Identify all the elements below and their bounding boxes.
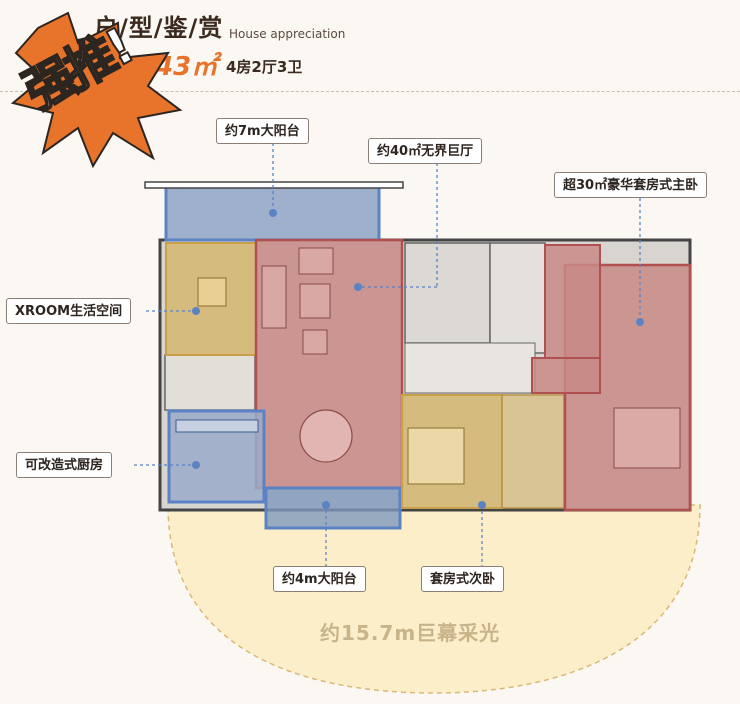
hallway [404, 342, 536, 394]
second-bed [407, 427, 465, 485]
armchair-2 [302, 329, 328, 355]
dot-balcony-4m [322, 501, 330, 509]
callout-second-bedroom: 套房式次卧 [421, 566, 505, 592]
balcony-4m-zone [264, 486, 402, 530]
xroom-desk [197, 277, 227, 307]
sunlight-area [167, 504, 701, 694]
master-bed [613, 407, 681, 469]
bathroom-small [489, 242, 546, 354]
header-divider [0, 91, 740, 92]
corridor [164, 354, 256, 411]
callout-living-room: 约40㎡无界巨厅 [368, 138, 483, 164]
dot-balcony-7m [269, 209, 277, 217]
dot-kitchen [192, 461, 200, 469]
sunlight-caption: 约15.7m巨幕采光 [320, 621, 501, 645]
dot-master [636, 318, 644, 326]
second-bedroom-bathroom [501, 394, 565, 509]
dot-xroom [192, 307, 200, 315]
dining-table [299, 409, 353, 463]
kitchen-counter [175, 419, 259, 433]
layout-summary: 4房2厅3卫 [226, 58, 303, 76]
callout-master-bedroom: 超30㎡豪华套房式主卧 [554, 172, 708, 198]
callout-balcony-4m: 约4m大阳台 [273, 566, 366, 592]
master-bath [531, 357, 601, 394]
callout-xroom: XROOM生活空间 [6, 298, 132, 324]
dot-second-bedroom [478, 501, 486, 509]
coffee-table [299, 283, 331, 319]
dot-living [354, 283, 362, 291]
stamp-burst [10, 11, 183, 168]
master-closet [544, 244, 601, 359]
callout-balcony-7m: 约7m大阳台 [216, 118, 309, 144]
sofa [261, 265, 287, 329]
balcony-7m-frame [144, 181, 404, 189]
bedroom-small [404, 242, 491, 344]
stamp-badge [10, 11, 183, 168]
callout-kitchen: 可改造式厨房 [16, 452, 113, 478]
armchair [298, 247, 334, 275]
page-subtitle-en: House appreciation [229, 27, 346, 41]
